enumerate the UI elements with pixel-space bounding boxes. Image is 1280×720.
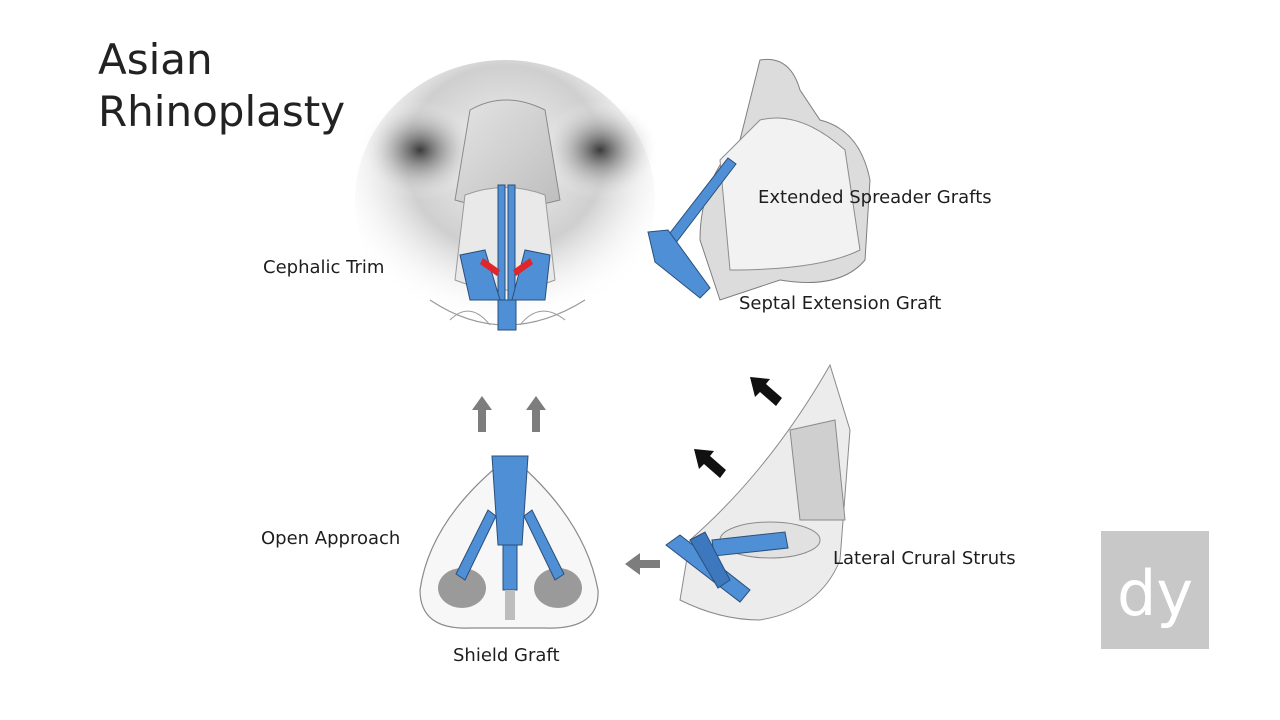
shield-graft: [491, 455, 529, 546]
left-orbit-shadow: [360, 100, 480, 200]
right-nostril: [534, 568, 582, 608]
spreader-graft-right: [507, 184, 516, 306]
dy-logo-mark: dy: [1117, 557, 1193, 630]
up-arrow-left-icon: [472, 396, 492, 432]
cephalic-trim-left: [480, 258, 500, 276]
logo-text: dy: [1117, 557, 1193, 630]
up-arrows: [472, 396, 546, 432]
right-orbit-shadow: [540, 100, 660, 200]
columella-base: [505, 590, 515, 620]
lateral-septum-view-top: [647, 58, 871, 301]
black-arrows: [694, 377, 782, 478]
label-septal-extension-graft: Septal Extension Graft: [739, 293, 942, 314]
columellar-strut-bottom: [502, 544, 518, 591]
maxilla: [789, 419, 846, 521]
slide-title: Asian Rhinoplasty: [98, 34, 345, 138]
lateral-graft-left: [455, 509, 497, 581]
spreader-graft-left: [497, 184, 506, 306]
lateral-graft-right: [523, 509, 565, 581]
left-alar-rim: [449, 310, 491, 326]
label-extended-spreader-grafts: Extended Spreader Grafts: [758, 187, 992, 208]
left-nostril: [438, 568, 486, 608]
lateral-nose-view-bottom: [665, 363, 851, 621]
black-arrow-lower-icon: [694, 449, 726, 478]
columellar-strut: [497, 299, 517, 331]
label-cephalic-trim: Cephalic Trim: [263, 257, 385, 278]
title-line-1: Asian: [98, 35, 213, 84]
up-arrow-right-icon: [526, 396, 546, 432]
label-shield-graft: Shield Graft: [453, 645, 560, 666]
title-line-2: Rhinoplasty: [98, 87, 346, 136]
septal-extension-graft: [647, 229, 711, 299]
label-lateral-crural-struts: Lateral Crural Struts: [833, 548, 1016, 569]
septal-cartilage: [719, 117, 861, 271]
left-arrow-icon: [625, 553, 660, 575]
label-open-approach: Open Approach: [261, 528, 401, 549]
frontal-nose-view-bottom: [419, 455, 599, 629]
dy-logo: dy: [1101, 531, 1209, 649]
right-alar-rim: [519, 310, 566, 326]
frontal-nose-view-top: [355, 60, 660, 340]
lateral-strut-middle: [689, 531, 731, 589]
black-arrow-upper-icon: [750, 377, 782, 406]
cephalic-trim-right: [513, 258, 533, 276]
